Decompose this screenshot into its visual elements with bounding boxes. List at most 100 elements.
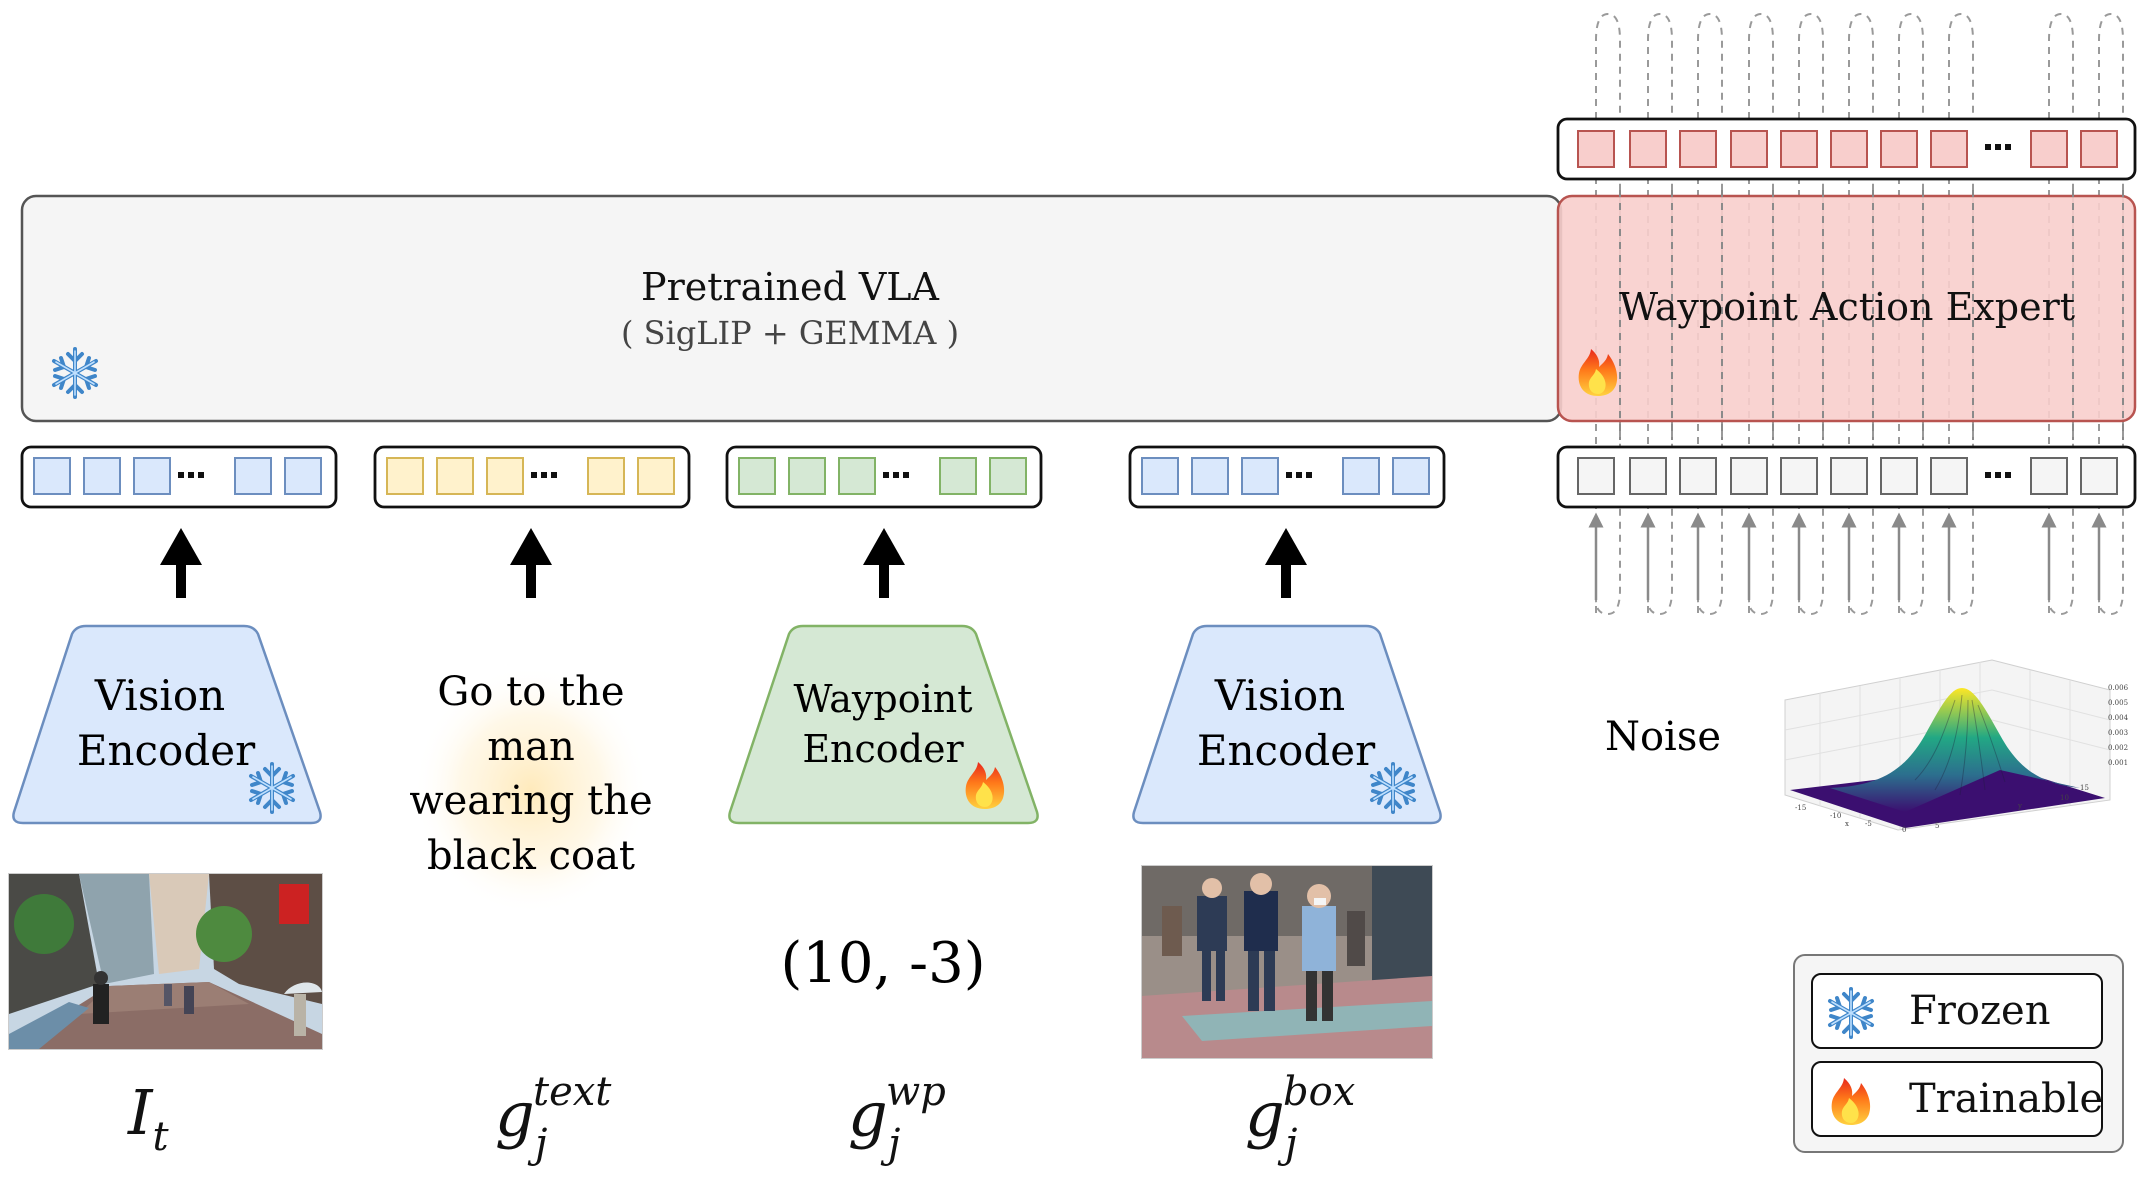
action-token-strip [1556,117,2137,181]
action-token-token [1730,130,1768,168]
action-token-token [1577,130,1615,168]
image-token-token [33,457,71,495]
svg-text:-10: -10 [1830,812,1841,820]
box-arrow [1265,528,1307,598]
image-token-token [234,457,272,495]
text-goal-symbol: g text j [495,1072,635,1172]
noise-token-token [1730,457,1768,495]
input-arrows [160,528,1307,598]
noise-gaussian-surface: 0.006 0.005 0.004 0.003 0.002 0.001 -15 -10 -5… [1784,659,2129,834]
waypoint-token-strip [725,445,1043,509]
vision-encoder-right [1132,624,1442,825]
text-goal-line2: man [487,724,575,770]
vla-subtitle: ( SigLIP + GEMMA ) [621,314,959,352]
text-token-token [386,457,424,495]
street-image [8,873,323,1050]
legend-item-frozen: Frozen [1811,973,2103,1049]
noise-token-token [1629,457,1667,495]
text-goal-line3: wearing the [409,778,652,824]
waypoint-token-token [989,457,1027,495]
svg-text:10: 10 [2060,794,2069,802]
action-token-ellipsis [1985,144,2011,150]
waypoint-arrow [863,528,905,598]
image-token-strip [20,445,338,509]
noise-token-token [1577,457,1615,495]
svg-text:-15: -15 [1795,804,1806,812]
noise-token-strip [1556,445,2137,509]
svg-text:0.006: 0.006 [2108,684,2129,692]
box-token-token [1241,457,1279,495]
action-token-token [1830,130,1868,168]
text-goal-line4: black coat [427,833,635,879]
text-token-token [587,457,625,495]
waypoint-symbol-base: g [848,1078,888,1151]
box-token-token [1342,457,1380,495]
legend-frozen-label: Frozen [1909,988,2051,1034]
waypoint-token-token [738,457,776,495]
legend-trainable-label: Trainable [1909,1076,2104,1122]
vision-encoder-right-line2: Encoder [1197,726,1376,775]
legend-fire-icon [1831,1078,1871,1125]
svg-text:x: x [1845,820,1849,828]
noise-token-token [1880,457,1918,495]
box-token-token [1141,457,1179,495]
vision-encoder-left-line1: Vision [94,671,225,720]
text-token-token [486,457,524,495]
legend: Frozen Trainable [1793,954,2124,1153]
svg-text:0.002: 0.002 [2108,744,2128,752]
box-token-strip [1128,445,1446,509]
waypoint-token-token [838,457,876,495]
legend-snowflake-icon [1828,987,1874,1039]
text-token-strip [373,445,691,509]
waypoint-encoder-line1: Waypoint [794,677,973,721]
action-token-token [1629,130,1667,168]
legend-item-trainable: Trainable [1811,1061,2103,1137]
action-token-token [2030,130,2068,168]
svg-text:0.001: 0.001 [2108,759,2128,767]
svg-text:0.004: 0.004 [2108,714,2129,722]
text-symbol-sub: j [535,1121,548,1167]
waypoint-symbol-sub: j [888,1121,901,1167]
image-token-token [133,457,171,495]
action-token-token [2080,130,2118,168]
action-token-token [1780,130,1818,168]
noise-token-token [1679,457,1717,495]
box-token-ellipsis [1286,472,1312,478]
svg-text:5: 5 [1935,822,1939,830]
action-token-token [1930,130,1968,168]
image-token-token [284,457,322,495]
svg-text:15: 15 [2080,784,2089,792]
image-token-ellipsis [178,472,204,478]
svg-text:0: 0 [1902,826,1906,834]
box-symbol-sub: j [1285,1121,1298,1167]
box-symbol: g box j [1245,1072,1375,1172]
noise-token-token [2030,457,2068,495]
svg-text:0.003: 0.003 [2108,729,2128,737]
target-person-image [1141,865,1433,1059]
box-symbol-base: g [1245,1078,1285,1151]
svg-text:-5: -5 [1865,820,1872,828]
box-token-token [1392,457,1430,495]
text-token-token [637,457,675,495]
action-token-token [1880,130,1918,168]
noise-token-ellipsis [1985,472,2011,478]
noise-token-token [1930,457,1968,495]
text-goal-glow [413,665,649,915]
waypoint-token-token [788,457,826,495]
waypoint-encoder [728,624,1039,825]
action-token-token [1679,130,1717,168]
noise-token-token [1780,457,1818,495]
waypoint-token-ellipsis [883,472,909,478]
text-goal-line1: Go to the [437,669,624,715]
image-token-token [83,457,121,495]
noise-label: Noise [1605,714,1721,760]
waypoint-symbol: g wp j [848,1072,968,1172]
svg-text:0.005: 0.005 [2108,699,2128,707]
svg-text:y: y [2017,802,2022,810]
waypoint-value: (10, -3) [780,931,985,996]
denoising-loop-lines [1588,190,2124,600]
text-arrow [510,528,552,598]
text-symbol-sup: text [533,1069,612,1115]
image-symbol-sub: t [152,1114,169,1160]
image-symbol-base: I [128,1076,153,1149]
